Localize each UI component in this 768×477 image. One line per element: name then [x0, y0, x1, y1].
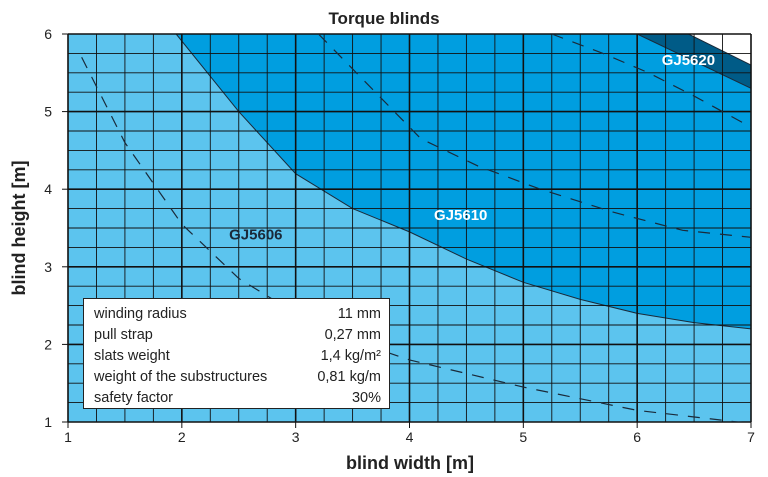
- legend-value: 1,4 kg/m²: [320, 348, 381, 364]
- y-tick-label: 5: [44, 104, 52, 120]
- x-tick-label: 4: [406, 429, 414, 445]
- legend-row: winding radius 11 mm: [94, 304, 381, 325]
- y-tick-label: 3: [44, 259, 52, 275]
- chart-title: Torque blinds: [328, 9, 439, 28]
- x-tick-label: 1: [64, 429, 72, 445]
- x-tick-label: 7: [747, 429, 755, 445]
- parameters-legend: winding radius 11 mm pull strap 0,27 mm sl…: [83, 298, 390, 409]
- region-label: GJ5606: [229, 227, 282, 244]
- legend-value: 11 mm: [337, 306, 381, 322]
- legend-row: safety factor 30%: [94, 388, 381, 409]
- legend-label: safety factor: [94, 390, 173, 406]
- y-tick-label: 4: [44, 181, 52, 197]
- x-tick-label: 6: [633, 429, 641, 445]
- x-axis-label: blind width [m]: [346, 453, 474, 473]
- dashed-curve: [81, 57, 743, 422]
- region-label: GJ5610: [434, 207, 487, 224]
- legend-label: pull strap: [94, 327, 153, 343]
- y-tick-label: 1: [44, 414, 52, 430]
- y-tick-label: 2: [44, 336, 52, 352]
- dashed-curve: [318, 34, 751, 238]
- legend-label: weight of the substructures: [94, 369, 268, 385]
- x-tick-label: 3: [292, 429, 300, 445]
- dashed-curve: [551, 34, 751, 128]
- region-label: GJ5620: [662, 52, 715, 69]
- legend-row: slats weight 1,4 kg/m²: [94, 346, 381, 367]
- x-tick-label: 2: [178, 429, 186, 445]
- legend-row: pull strap 0,27 mm: [94, 325, 381, 346]
- x-tick-label: 5: [519, 429, 527, 445]
- legend-label: slats weight: [94, 348, 170, 364]
- y-tick-label: 6: [44, 26, 52, 42]
- legend-value: 0,81 kg/m: [317, 369, 381, 385]
- legend-value: 0,27 mm: [324, 327, 381, 343]
- legend-row: weight of the substructures 0,81 kg/m: [94, 367, 381, 388]
- y-axis-label: blind height [m]: [9, 161, 29, 296]
- legend-label: winding radius: [94, 306, 187, 322]
- legend-value: 30%: [351, 390, 381, 406]
- region-boundary: [688, 34, 751, 66]
